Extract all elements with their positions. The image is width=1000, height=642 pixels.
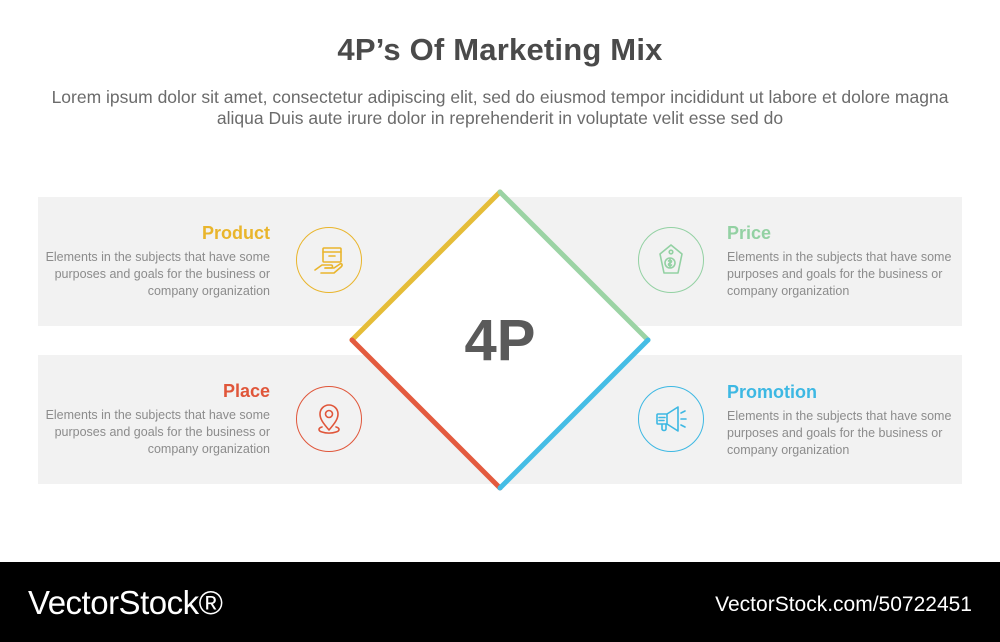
card-promotion-desc: Elements in the subjects that have some … <box>727 409 952 457</box>
card-price: Price Elements in the subjects that have… <box>727 223 967 300</box>
megaphone-icon <box>656 406 687 432</box>
icon-circle-price <box>638 227 704 293</box>
card-place-desc: Elements in the subjects that have some … <box>45 408 270 456</box>
footer-bar: VectorStock® VectorStock.com/50722451 <box>0 562 1000 642</box>
diamond-edge-bottom-right <box>497 337 651 491</box>
card-place: Place Elements in the subjects that have… <box>30 381 270 458</box>
price-tag-icon <box>659 244 683 274</box>
box-hand-icon <box>314 247 343 274</box>
card-price-desc: Elements in the subjects that have some … <box>727 250 952 298</box>
card-place-title: Place <box>222 381 270 401</box>
icon-circle-product <box>296 227 362 293</box>
page-subtitle: Lorem ipsum dolor sit amet, consectetur … <box>51 87 949 128</box>
diamond-edge-bottom-left <box>349 337 503 491</box>
card-product-title: Product <box>201 223 270 243</box>
card-price-title: Price <box>727 223 772 243</box>
diamond-edge-top-right <box>497 189 651 343</box>
center-label: 4P <box>464 308 536 373</box>
card-promotion-title: Promotion <box>727 382 817 402</box>
card-product: Product Elements in the subjects that ha… <box>30 223 270 300</box>
footer-image-id: VectorStock.com/50722451 <box>715 593 972 616</box>
page-title: 4P’s Of Marketing Mix <box>337 32 663 67</box>
card-promotion: Promotion Elements in the subjects that … <box>727 382 967 459</box>
location-pin-icon <box>318 404 340 434</box>
footer-brand-logo: VectorStock® <box>28 584 223 621</box>
diamond-edge-top-left <box>349 189 503 343</box>
card-product-desc: Elements in the subjects that have some … <box>45 250 270 298</box>
icon-circle-promotion <box>638 386 704 452</box>
icon-circle-place <box>296 386 362 452</box>
